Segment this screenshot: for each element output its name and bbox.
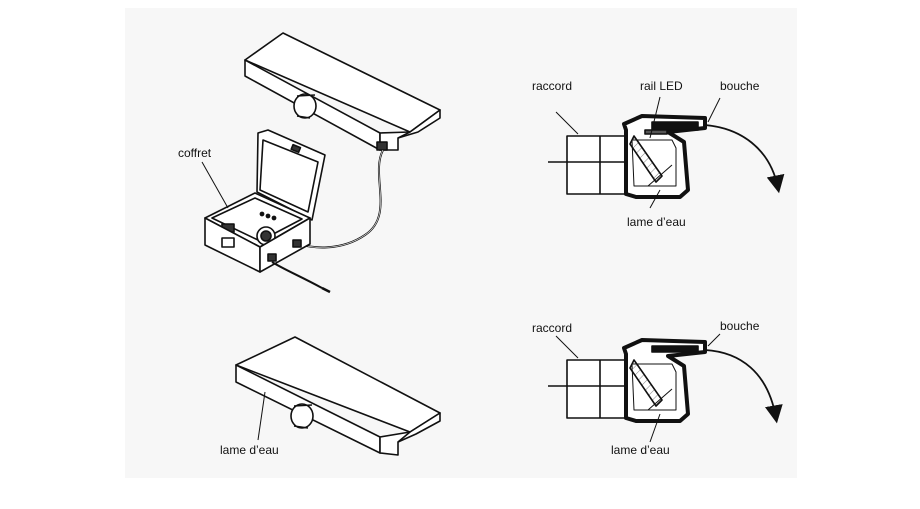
label-lame-top-right: lame d’eau xyxy=(627,215,686,229)
section-with-led xyxy=(548,96,785,209)
water-flow-arrow-bottom xyxy=(704,349,783,424)
label-raccord-top: raccord xyxy=(532,79,572,93)
label-coffret: coffret xyxy=(178,146,212,160)
label-raccord-bottom: raccord xyxy=(532,321,572,335)
label-lame-bottom-left: lame d’eau xyxy=(220,443,279,457)
bottom-left-illustration xyxy=(235,336,441,456)
power-cable xyxy=(271,261,323,289)
water-flow-arrow-top xyxy=(704,124,785,194)
label-bouche-bottom: bouche xyxy=(720,319,760,333)
section-without-led xyxy=(548,333,783,443)
label-rail-led: rail LED xyxy=(640,79,683,93)
water-blade-top xyxy=(244,32,441,151)
top-left-illustration xyxy=(204,32,441,294)
label-lame-bottom-right: lame d’eau xyxy=(611,443,670,457)
control-box xyxy=(204,129,326,273)
label-bouche-top: bouche xyxy=(720,79,760,93)
